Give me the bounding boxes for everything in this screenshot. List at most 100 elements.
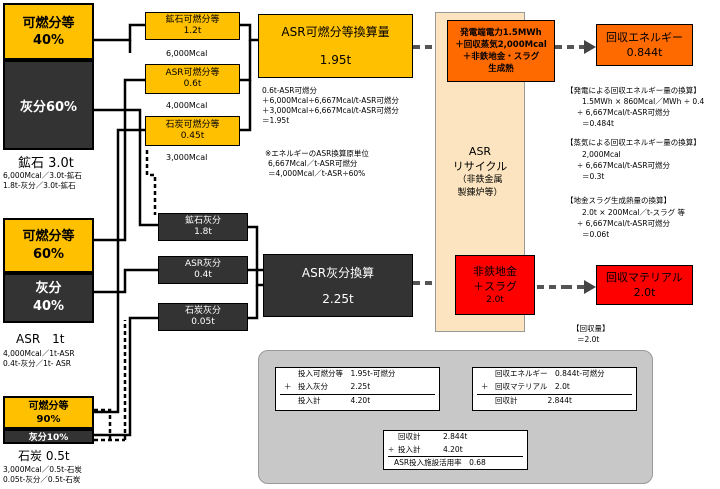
coal-combustible-mid-label: 石炭可燃分等: [165, 120, 220, 130]
asr-ash-mid-value: 0.4t: [194, 270, 212, 280]
ore-combustible-energy: 6,000Mcal: [166, 49, 208, 58]
input-sum-rule: [280, 394, 435, 395]
result-recovered-line: 回収計 2.844t: [398, 432, 468, 441]
metal-line2: ＋スラグ: [473, 279, 517, 293]
ash-conversion-box: ASR灰分換算 2.25t: [263, 254, 413, 317]
slag-calc-line3: ＝0.06t: [582, 230, 610, 239]
generation-box: 発電端電力1.5MWh ＋回収蒸気2,000Mcal ＋非鉄地金・スラグ 生成熱: [447, 20, 555, 82]
unit-note-line2: 6,667Mcal／t-ASR可燃分: [268, 159, 358, 168]
ore-combustible-mid-box: 鉱石可燃分等 1.2t: [145, 12, 240, 40]
ash-conversion-value: 2.25t: [322, 291, 354, 306]
combustible-conversion-title: ASR可燃分等換算量: [281, 25, 390, 39]
utilization-box: [383, 430, 528, 470]
ore-note-ash: 1.8t-灰分／3.0t-鉱石: [3, 181, 76, 190]
power-calc-line3: ＝0.484t: [582, 119, 614, 128]
ore-ash-mid-value: 1.8t: [194, 227, 212, 237]
output-plus-op: ＋: [481, 382, 489, 391]
coal-combustible-mid-box: 石炭可燃分等 0.45t: [145, 116, 240, 146]
output-total-box: [472, 367, 637, 411]
recovered-material-box: 回収マテリアル 2.0t: [596, 265, 693, 305]
coal-combustible-pct: 90%: [36, 413, 61, 425]
recovered-material-title: 回収マテリアル: [606, 271, 683, 284]
output-material-line: 回収マテリアル 2.0t: [495, 382, 570, 391]
recovered-energy-value: 0.844t: [626, 46, 663, 59]
coal-combustible-mid-value: 0.45t: [180, 131, 205, 141]
asr-combustible-label: 可燃分等: [22, 228, 75, 244]
coal-ash-box: 灰分10%: [3, 429, 94, 444]
result-rule: [388, 456, 523, 457]
recycle-line2: リサイクル: [452, 160, 508, 173]
steam-calc-line2: ÷ 6,667Mcal/t-ASR可燃分: [577, 161, 671, 170]
metal-line1: 非鉄地金: [473, 264, 517, 278]
asr-ash-mid-label: ASR灰分: [184, 259, 222, 269]
ore-combustible-pct: 40%: [32, 32, 65, 48]
combustible-conversion-value: 1.95t: [319, 53, 352, 67]
asr-combustible-pct: 60%: [32, 246, 65, 262]
input-combustible-line: 投入可燃分等 1.95t-可燃分: [298, 369, 396, 378]
unit-note-line3: ＝4,000Mcal／t-ASR÷60%: [268, 169, 366, 178]
steam-calc-title: 【蒸気による回収エネルギー量の換算】: [566, 138, 701, 147]
recycle-line1: ASR: [468, 145, 492, 158]
input-ash-line: 投入灰分 2.25t: [298, 382, 371, 391]
conversion-calc-line2: ＋6,000Mcal÷6,667Mcal/t-ASR可燃分: [262, 96, 399, 105]
ash-conversion-title: ASR灰分換算: [301, 265, 375, 280]
conversion-calc-line3: ＋3,000Mcal÷6,667Mcal/t-ASR可燃分: [262, 106, 399, 115]
coal-note-energy: 3,000Mcal／0.5t-石炭: [3, 465, 82, 474]
asr-ash-box: 灰分 40%: [3, 273, 94, 323]
slag-calc-line1: 2.0t × 200Mcal／t-スラグ 等: [582, 208, 686, 217]
result-input-line: 投入計 4.20t: [398, 445, 463, 454]
generation-line3: ＋非鉄地金・スラグ: [462, 52, 540, 62]
recovered-energy-title: 回収エネルギー: [606, 31, 683, 44]
ore-combustible-box: 可燃分等 40%: [3, 3, 94, 60]
coal-ash-mid-label: 石炭灰分: [184, 306, 221, 316]
asr-ash-pct: 40%: [32, 299, 65, 314]
asr-note-energy: 4,000Mcal／1t-ASR: [3, 349, 75, 358]
output-energy-line: 回収エネルギー 0.844t-可燃分: [495, 369, 605, 378]
recovery-title: 【回収量】: [572, 324, 610, 333]
unit-note-line1: ※エネルギーのASR換算原単位: [265, 149, 369, 158]
recovery-value: ＝2.0t: [577, 335, 600, 344]
power-calc-line1: 1.5MWh × 860Mcal／MWh ÷ 0.4: [582, 97, 705, 106]
metal-slag-box: 非鉄地金 ＋スラグ 2.0t: [455, 255, 535, 315]
ore-combustible-label: 可燃分等: [22, 15, 75, 31]
generation-line4: 生成熱: [488, 64, 514, 74]
recovered-material-value: 2.0t: [633, 286, 656, 299]
combustible-conversion-box: ASR可燃分等換算量 1.95t: [258, 14, 413, 78]
coal-note-ash: 0.05t-灰分／0.5t-石炭: [3, 475, 81, 484]
recycle-line4: 製錬炉等）: [457, 188, 503, 198]
coal-ash-mid-box: 石炭灰分 0.05t: [158, 303, 248, 331]
coal-combustible-energy: 3,000Mcal: [166, 153, 208, 162]
asr-combustible-box: 可燃分等 60%: [3, 218, 94, 273]
asr-combustible-mid-label: ASR可燃分等: [165, 68, 220, 78]
ore-ash-box: 灰分60%: [3, 60, 94, 150]
steam-calc-line1: 2,000Mcal: [582, 150, 621, 159]
input-total-line: 投入計 4.20t: [298, 396, 371, 405]
asr-combustible-energy: 4,000Mcal: [166, 101, 208, 110]
asr-ash-mid-box: ASR灰分 0.4t: [158, 256, 248, 284]
ore-note-energy: 6,000Mcal／3.0t-鉱石: [3, 171, 82, 180]
ore-ash-mid-label: 鉱石灰分: [184, 216, 221, 226]
result-divide-op: ÷: [388, 445, 395, 454]
output-sum-rule: [477, 394, 632, 395]
conversion-calc-line1: 0.6t-ASR可燃分: [262, 86, 318, 95]
slag-calc-title: 【地金スラグ生成熱量の換算】: [566, 196, 671, 205]
ore-ash-mid-box: 鉱石灰分 1.8t: [158, 213, 248, 241]
asr-note-ash: 0.4t-灰分／1t- ASR: [3, 359, 71, 368]
generation-line2: ＋回収蒸気2,000Mcal: [455, 40, 547, 50]
generation-line1: 発電端電力1.5MWh: [460, 28, 542, 38]
recycle-line3: （非鉄金属: [457, 175, 503, 185]
utilization-rate-line: ASR投入施設活用率 0.68: [394, 458, 486, 467]
coal-ash-label: 灰分10%: [28, 433, 69, 443]
steam-calc-line3: ＝0.3t: [582, 172, 605, 181]
conversion-calc-line4: ＝1.95t: [262, 116, 290, 125]
input-plus-op: ＋: [284, 382, 292, 391]
asr-combustible-mid-value: 0.6t: [183, 79, 202, 89]
power-calc-line2: ÷ 6,667Mcal/t-ASR可燃分: [577, 108, 671, 117]
ore-combustible-mid-value: 1.2t: [183, 26, 202, 36]
coal-combustible-box: 可燃分等 90%: [3, 396, 94, 429]
ore-name: 鉱石 3.0t: [18, 156, 74, 171]
coal-ash-mid-value: 0.05t: [191, 317, 215, 327]
asr-name: ASR 1t: [16, 332, 65, 346]
asr-ash-label: 灰分: [35, 281, 62, 296]
ore-combustible-mid-label: 鉱石可燃分等: [165, 15, 220, 25]
